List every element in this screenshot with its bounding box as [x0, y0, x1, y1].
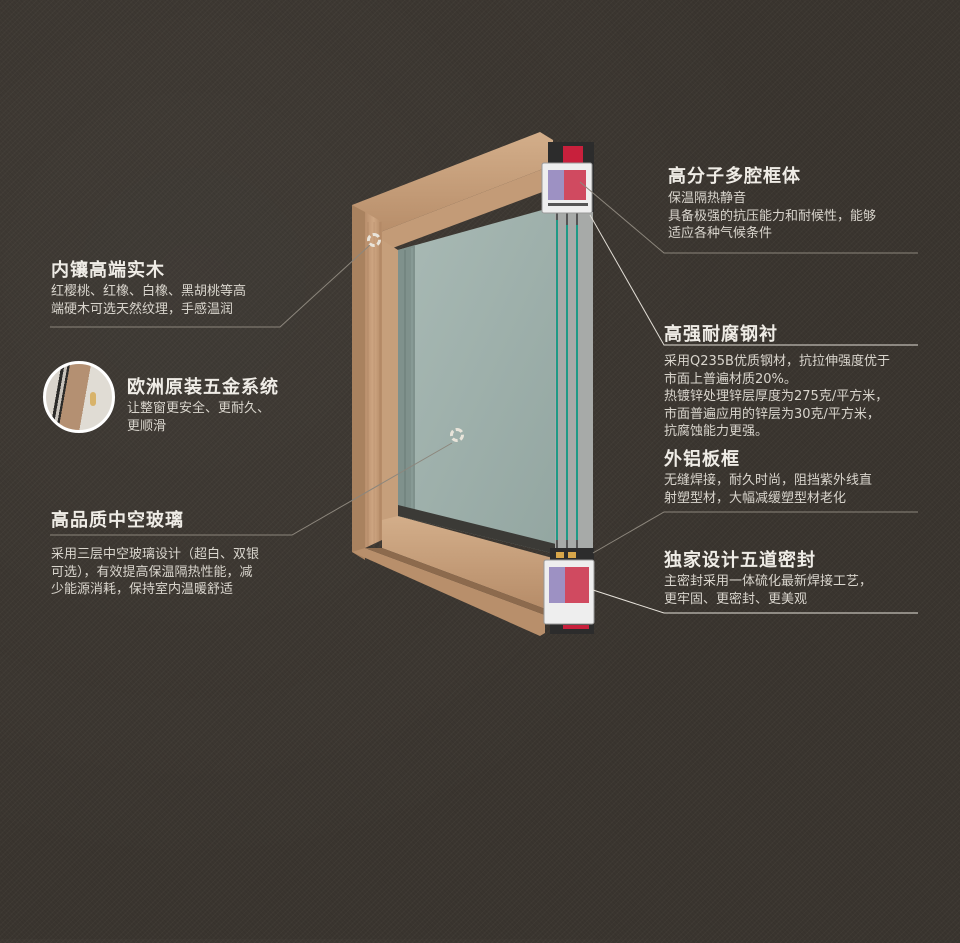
feature-desc-line: 红樱桃、红橡、白橡、黑胡桃等高 [51, 284, 247, 299]
feature-desc-line: 更牢固、更密封、更美观 [664, 591, 808, 607]
feature-desc-line: 少能源消耗，保持室内温暖舒适 [51, 582, 234, 597]
feature-hardware: 欧洲原装五金系统 让整窗更安全、更耐久、 更顺滑 [127, 373, 279, 435]
feature-steel-lining: 高强耐腐钢衬 采用Q235B优质钢材，抗拉伸强度优于 市面上普遍材质20%。 热… [664, 320, 890, 441]
feature-title: 独家设计五道密封 [664, 550, 816, 571]
feature-title: 高分子多腔框体 [668, 166, 801, 187]
feature-aluminum-frame: 外铝板框 无缝焊接，耐久时尚，阻挡紫外线直 射塑型材，大幅减缓塑型材老化 [664, 445, 872, 507]
feature-desc-line: 适应各种气候条件 [668, 226, 773, 241]
feature-inner-wood: 内镶高端实木 红樱桃、红橡、白橡、黑胡桃等高 端硬木可选天然纹理，手感温润 [51, 256, 246, 318]
feature-desc-line: 市面上普遍材质20%。 [664, 371, 797, 387]
feature-desc-line: 热镀锌处理锌层厚度为275克/平方米， [664, 389, 889, 404]
feature-insulated-glass: 高品质中空玻璃 采用三层中空玻璃设计（超白、双银 可选），有效提高保温隔热性能，… [51, 506, 259, 599]
feature-desc-line: 可选），有效提高保温隔热性能，减 [51, 564, 253, 580]
feature-title: 高品质中空玻璃 [51, 510, 184, 531]
feature-desc-line: 具备极强的抗压能力和耐候性，能够 [668, 208, 877, 224]
feature-title: 欧洲原装五金系统 [127, 377, 279, 398]
feature-desc-line: 让整窗更安全、更耐久、 [127, 401, 271, 416]
feature-seal: 独家设计五道密封 主密封采用一体硫化最新焊接工艺， 更牢固、更密封、更美观 [664, 546, 872, 608]
feature-desc-line: 市面普遍应用的锌层为30克/平方米， [664, 406, 880, 422]
feature-desc-line: 无缝焊接，耐久时尚，阻挡紫外线直 [664, 473, 873, 488]
feature-title: 外铝板框 [664, 449, 740, 470]
glass-marker-icon [450, 428, 464, 442]
feature-desc-line: 保温隔热静音 [668, 191, 747, 206]
feature-desc-line: 采用Q235B优质钢材，抗拉伸强度优于 [664, 354, 890, 369]
feature-desc-line: 抗腐蚀能力更强。 [664, 424, 769, 439]
handle-icon [90, 392, 96, 406]
feature-title: 内镶高端实木 [51, 260, 165, 281]
feature-desc-line: 主密封采用一体硫化最新焊接工艺， [664, 574, 873, 589]
feature-desc-line: 更顺滑 [127, 418, 167, 434]
feature-desc-line: 端硬木可选天然纹理，手感温润 [51, 301, 234, 317]
feature-frame-body: 高分子多腔框体 保温隔热静音 具备极强的抗压能力和耐候性，能够 适应各种气候条件 [668, 162, 876, 243]
wood-marker-icon [367, 233, 381, 247]
hardware-thumbnail [43, 361, 115, 433]
feature-title: 高强耐腐钢衬 [664, 324, 778, 345]
feature-desc-line: 射塑型材，大幅减缓塑型材老化 [664, 490, 847, 506]
feature-desc-line: 采用三层中空玻璃设计（超白、双银 [51, 547, 260, 562]
